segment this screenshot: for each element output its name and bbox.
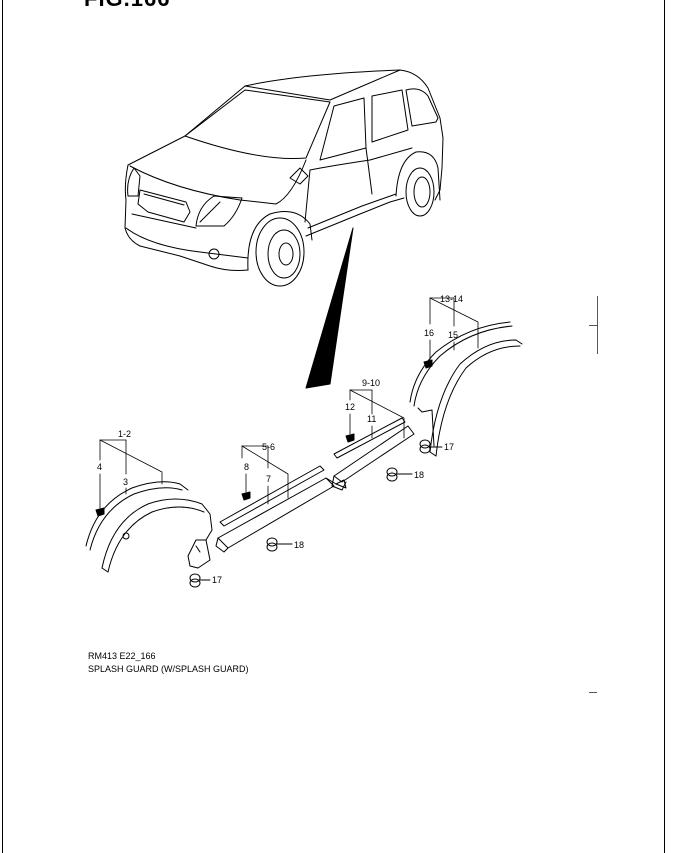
callout-1-2: 1-2 xyxy=(118,429,131,439)
callout-9-10: 9-10 xyxy=(362,378,380,388)
nut-17-bottom-icon xyxy=(189,573,211,588)
figure-code: RM413 E22_166 xyxy=(88,651,156,661)
callout-7: 7 xyxy=(266,474,271,484)
callout-17-bottom: 17 xyxy=(212,575,222,585)
callout-5-6: 5-6 xyxy=(262,442,275,452)
clip-4-icon xyxy=(95,507,105,517)
callout-3: 3 xyxy=(123,477,128,487)
nut-18-center-icon xyxy=(266,537,293,552)
rear-sill-group xyxy=(331,417,415,491)
page-border-right xyxy=(664,0,665,853)
margin-mark-vertical xyxy=(597,296,598,354)
margin-mark-horizontal xyxy=(589,325,597,326)
figure-caption: SPLASH GUARD (W/SPLASH GUARD) xyxy=(88,664,249,674)
callout-16: 16 xyxy=(424,328,434,338)
leader-lines xyxy=(99,297,479,509)
pointer-wedge xyxy=(305,227,354,389)
side-sill-group xyxy=(215,465,337,553)
callout-18-center: 18 xyxy=(294,540,304,550)
callout-12: 12 xyxy=(345,402,355,412)
clip-16-icon xyxy=(423,359,433,369)
clip-12-icon xyxy=(345,433,355,443)
nut-18-right-icon xyxy=(386,467,413,482)
front-arch-group xyxy=(85,481,213,573)
clip-8-icon xyxy=(241,491,251,501)
margin-dash xyxy=(589,692,597,693)
nut-17-right-icon xyxy=(419,439,443,454)
page-border-left xyxy=(2,0,3,853)
figure-title: FIG.166 xyxy=(84,0,170,12)
rear-arch-group xyxy=(409,321,523,457)
vehicle-illustration xyxy=(124,69,444,287)
callout-11: 11 xyxy=(367,414,376,424)
callout-8: 8 xyxy=(244,462,249,472)
callout-13-14: 13-14 xyxy=(440,294,463,304)
callout-17-right: 17 xyxy=(444,442,454,452)
callout-4: 4 xyxy=(97,462,102,472)
callout-15: 15 xyxy=(448,330,458,340)
callout-18-right: 18 xyxy=(414,470,424,480)
